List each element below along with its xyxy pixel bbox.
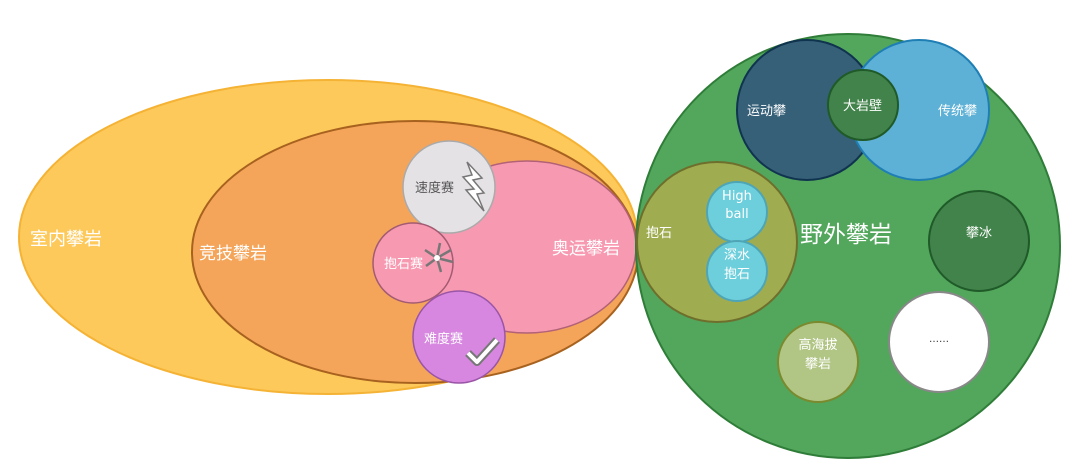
olympic-label: 奥运攀岩	[552, 239, 620, 259]
trad-label: 传统攀	[938, 104, 977, 119]
boulder-circle	[636, 161, 798, 323]
ice-label: 攀冰	[966, 226, 992, 241]
bigwall-label: 大岩壁	[843, 99, 882, 114]
sport-label: 运动攀	[747, 104, 786, 119]
competition-label: 竞技攀岩	[199, 244, 267, 264]
bouldering-comp-circle	[372, 222, 454, 304]
alpine-circle	[777, 321, 859, 403]
bouldering-comp-label: 抱石赛	[384, 256, 423, 272]
indoor-label: 室内攀岩	[30, 229, 102, 250]
highball-label-2: ball	[725, 207, 748, 222]
dws-label-1: 深水	[724, 248, 750, 263]
deep-water-solo-circle	[706, 240, 768, 302]
alpine-label-1: 高海拔	[798, 337, 837, 353]
more-circle	[888, 291, 990, 393]
ice-circle	[928, 190, 1030, 292]
outdoor-label: 野外攀岩	[800, 222, 892, 248]
speed-circle	[402, 140, 496, 234]
boulder-label: 抱石	[646, 225, 672, 241]
bigwall-circle	[827, 69, 899, 141]
lightning-icon	[461, 161, 486, 212]
dws-label-2: 抱石	[724, 266, 750, 282]
lead-label: 难度赛	[424, 331, 463, 347]
speed-label: 速度赛	[415, 180, 454, 196]
alpine-label-2: 攀岩	[805, 357, 831, 372]
more-label: ……	[929, 334, 949, 345]
highball-label-1: High	[722, 189, 752, 204]
burst-icon	[424, 242, 454, 273]
